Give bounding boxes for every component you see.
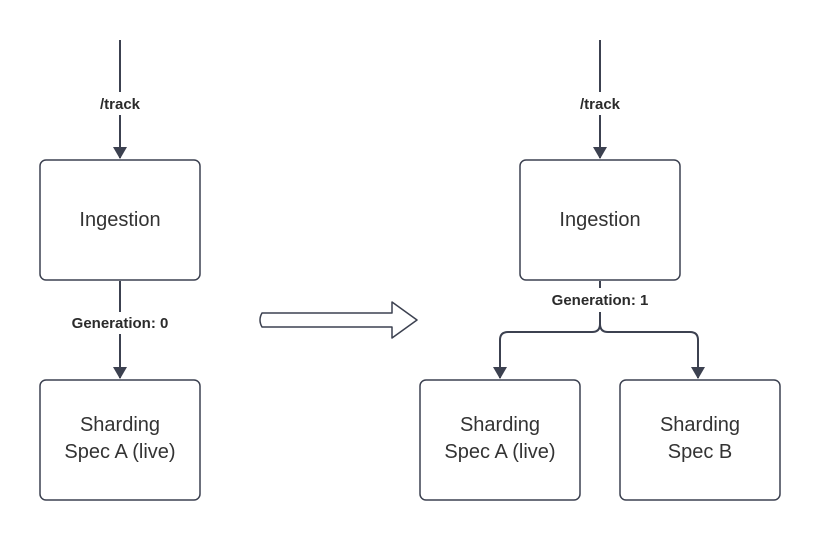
- right-diagram: /track Ingestion Generation: 1 Sharding …: [419, 40, 781, 501]
- left-shard-a-box: [39, 379, 201, 501]
- left-shard-a-node[interactable]: Sharding Spec A (live): [39, 379, 201, 501]
- right-ingestion-node[interactable]: Ingestion: [519, 159, 681, 281]
- right-ingestion-label: Ingestion: [559, 209, 640, 231]
- right-shard-b-box: [619, 379, 781, 501]
- right-shard-a-node[interactable]: Sharding Spec A (live): [419, 379, 581, 501]
- left-ingestion-node[interactable]: Ingestion: [39, 159, 201, 281]
- right-shard-b-node[interactable]: Sharding Spec B: [619, 379, 781, 501]
- right-shard-a-box: [419, 379, 581, 501]
- left-shard-a-label-line2: Spec A (live): [64, 441, 175, 463]
- right-generation-label: Generation: 1: [552, 292, 649, 309]
- left-shard-a-label-line1: Sharding: [80, 414, 160, 436]
- right-shard-b-label-line1: Sharding: [660, 414, 740, 436]
- right-shard-b-label-line2: Spec B: [668, 441, 732, 463]
- left-ingestion-label: Ingestion: [79, 209, 160, 231]
- right-split-connector: [493, 312, 601, 379]
- left-generation-label: Generation: 0: [72, 315, 169, 332]
- right-arrow-icon: [259, 301, 418, 339]
- right-ingestion-box: [519, 159, 681, 281]
- left-ingestion-box: [39, 159, 201, 281]
- right-split-connector-b: [599, 323, 705, 379]
- left-diagram: /track Ingestion Generation: 0 Sharding …: [39, 40, 201, 501]
- right-shard-a-label-line1: Sharding: [460, 414, 540, 436]
- left-entry-label: /track: [100, 96, 141, 113]
- right-shard-a-label-line2: Spec A (live): [444, 441, 555, 463]
- right-entry-label: /track: [580, 96, 621, 113]
